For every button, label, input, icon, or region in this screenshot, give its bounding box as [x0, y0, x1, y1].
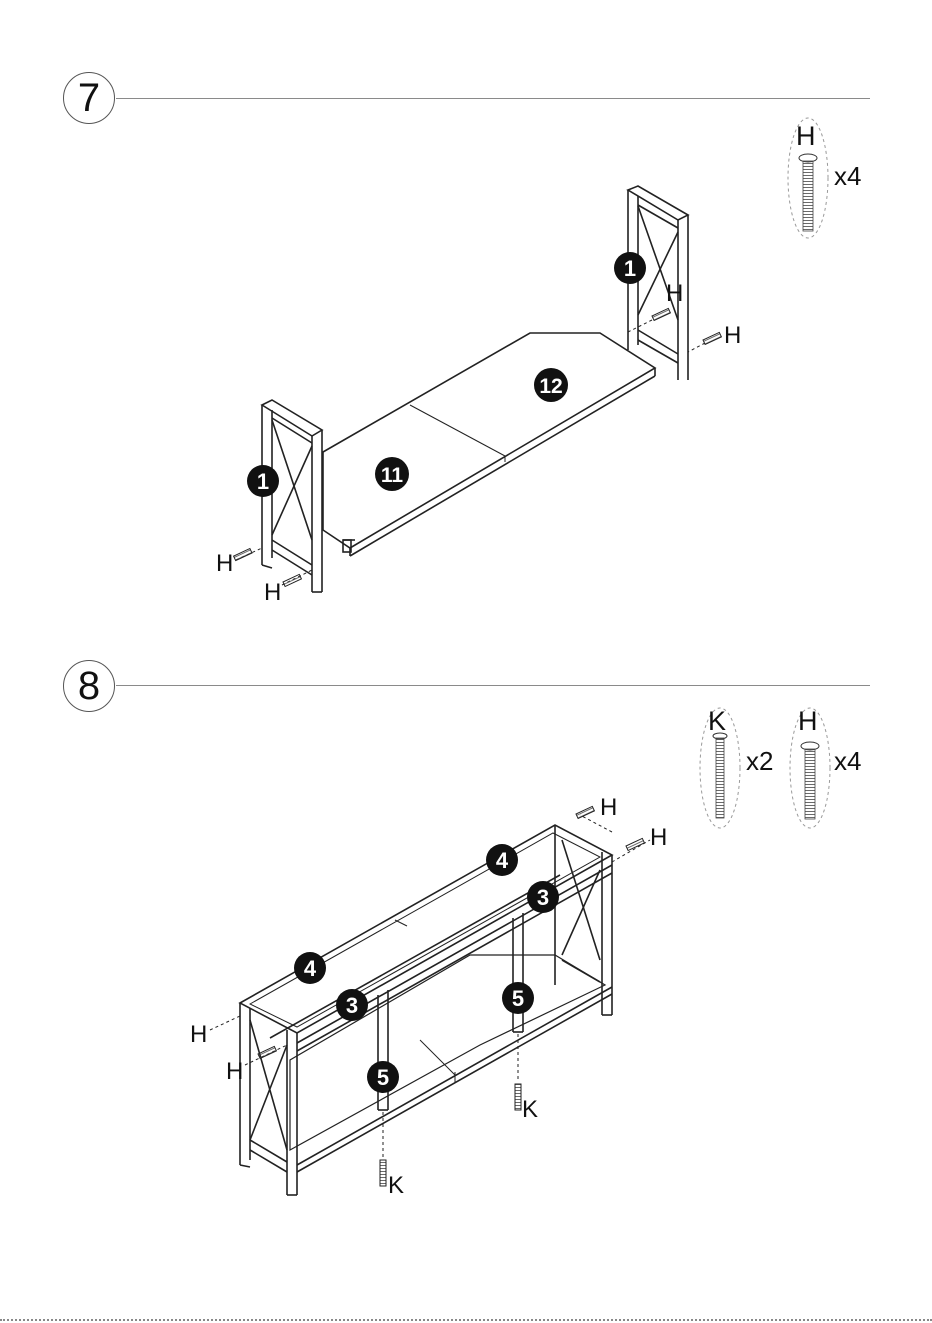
part-number-badge: 11 [375, 457, 409, 491]
step8-drawing [210, 806, 650, 1195]
part-number-badge: 1 [247, 465, 279, 497]
hardware-quantity: x4 [834, 161, 861, 191]
svg-text:4: 4 [496, 848, 509, 873]
screw-label: H [226, 1058, 243, 1085]
hardware-callout-k-step8: K x2 [700, 706, 773, 828]
svg-text:12: 12 [539, 375, 562, 398]
screw-label: H [650, 824, 667, 851]
part-number-badge: 5 [367, 1061, 399, 1093]
part-number-badge: 4 [486, 844, 518, 876]
part-number-badge: 3 [527, 881, 559, 913]
screw-h-icon [799, 154, 817, 231]
svg-text:3: 3 [346, 993, 358, 1018]
part-number-badge: 1 [614, 252, 646, 284]
hardware-letter: H [796, 121, 816, 151]
screw-h-icon [801, 742, 819, 819]
hardware-letter: K [708, 706, 726, 736]
step7-drawing [234, 186, 722, 592]
part-number-badge: 12 [534, 368, 568, 402]
part-number-badge: 4 [294, 952, 326, 984]
screw-label: H [600, 794, 617, 821]
part-number-badge: 3 [336, 989, 368, 1021]
screw-label: H [724, 322, 741, 349]
screw-label: H [264, 579, 281, 606]
screw-label: H [666, 280, 683, 307]
shelf-panel [323, 333, 655, 556]
end-frame-left [262, 400, 322, 592]
hardware-callout-h-step7: H x4 [788, 118, 861, 238]
svg-text:4: 4 [304, 956, 317, 981]
screw-label: K [522, 1096, 538, 1123]
page-bottom-edge [0, 1319, 932, 1321]
screw-label: H [216, 550, 233, 577]
hardware-callout-h-step8: H x4 [790, 706, 861, 828]
screw-k-icon [713, 733, 727, 818]
svg-text:1: 1 [624, 256, 636, 281]
screw-label: H [190, 1021, 207, 1048]
svg-text:1: 1 [257, 469, 269, 494]
hardware-quantity: x2 [746, 746, 773, 776]
end-frame-left [240, 1003, 297, 1195]
svg-text:3: 3 [537, 885, 549, 910]
svg-text:11: 11 [381, 464, 404, 487]
svg-text:5: 5 [377, 1065, 389, 1090]
hardware-letter: H [798, 706, 818, 736]
screw-label: K [388, 1172, 404, 1199]
svg-text:5: 5 [512, 986, 524, 1011]
part-number-badge: 5 [502, 982, 534, 1014]
hardware-quantity: x4 [834, 746, 861, 776]
